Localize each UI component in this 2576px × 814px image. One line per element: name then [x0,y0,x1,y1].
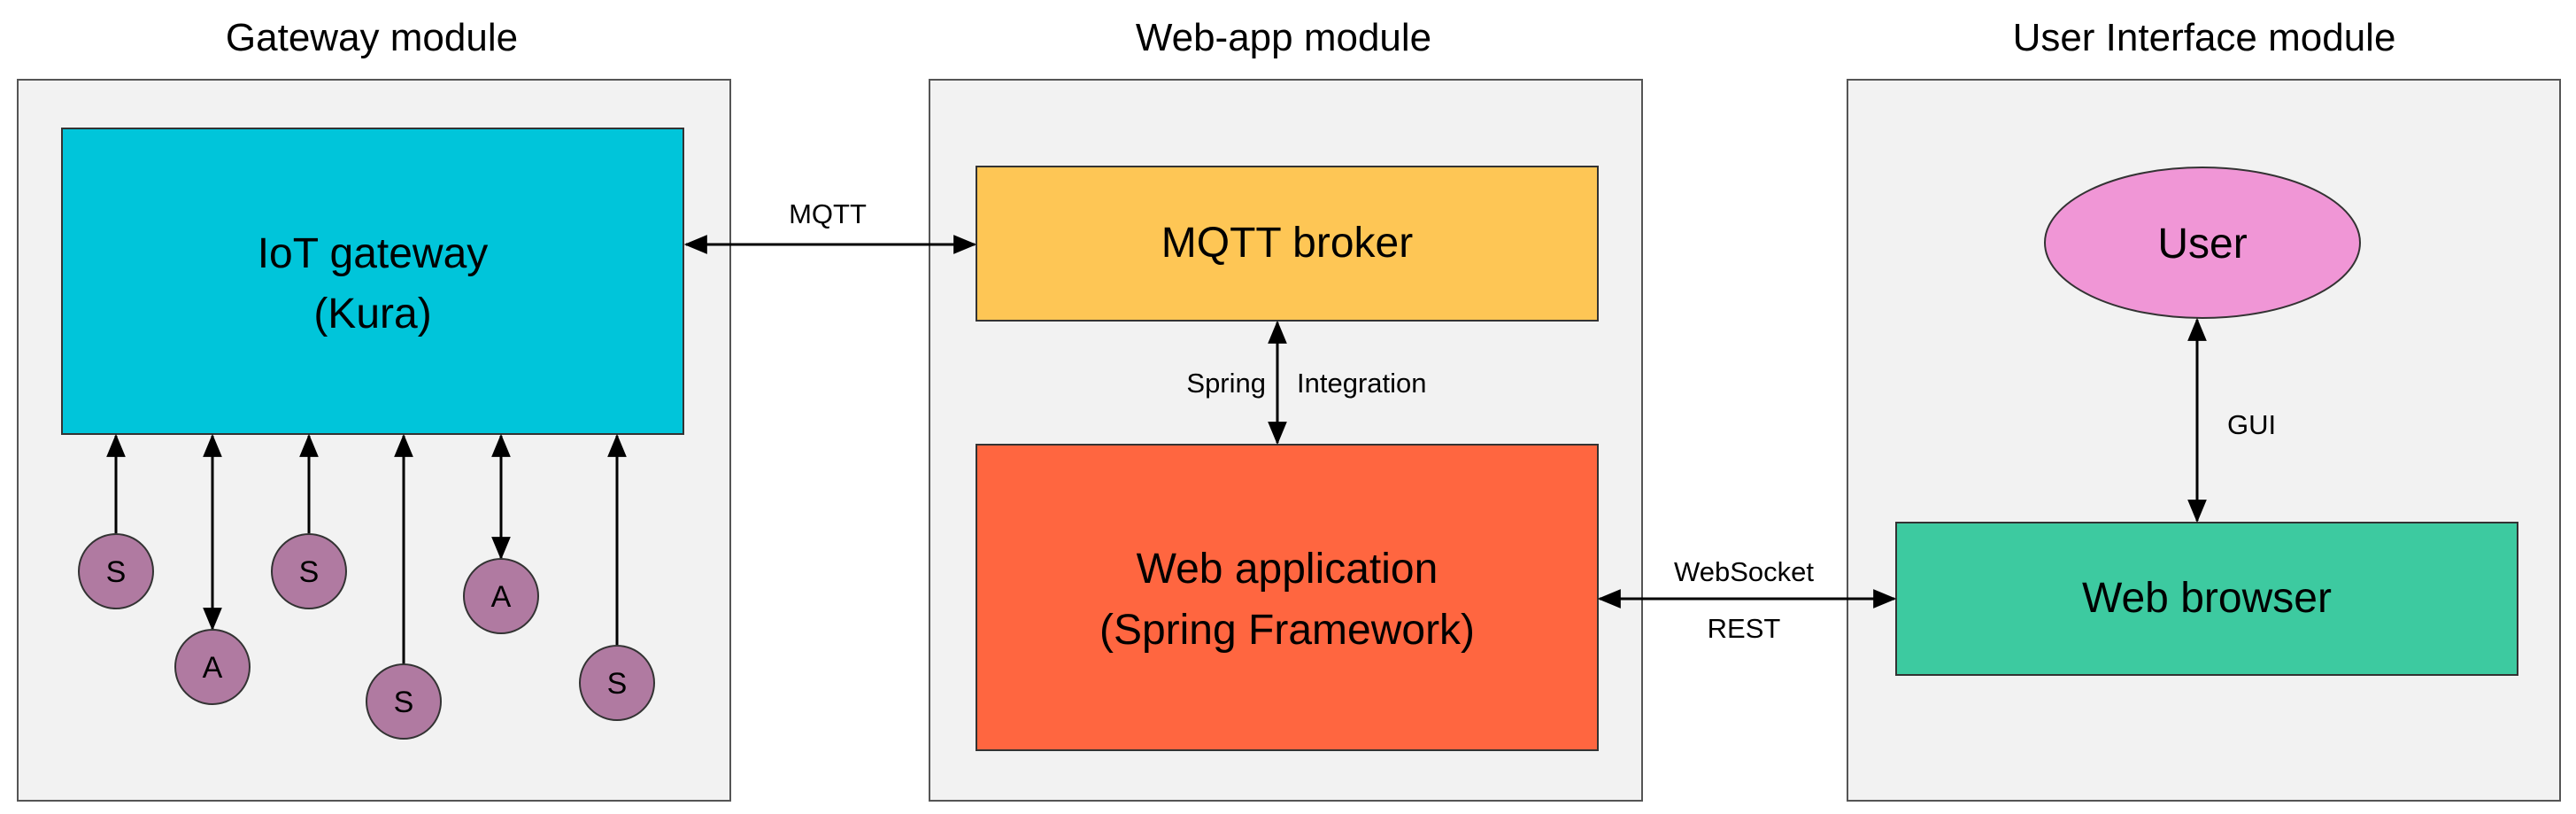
device-label-3: S [299,555,320,589]
web-application-sublabel: (Spring Framework) [1099,607,1475,654]
actuator-node-1 [174,629,251,705]
rest-label: REST [1708,613,1781,644]
web-application-label: Web application [1137,546,1438,593]
device-label-2: A [203,651,223,685]
device-label-1: S [106,555,127,589]
iot-gateway-box [61,128,684,435]
sensor-node-3 [366,663,442,740]
sensor-node-2 [271,533,347,609]
sensor-node-1 [78,533,154,609]
websocket-label: WebSocket [1674,556,1814,587]
gui-label: GUI [2227,409,2276,440]
device-label-5: A [491,580,512,614]
iot-gateway-sublabel: (Kura) [313,291,431,337]
device-label-4: S [394,686,414,719]
sensor-node-4 [579,645,655,721]
iot-gateway-label: IoT gateway [258,230,489,277]
mqtt-broker-label: MQTT broker [1161,220,1414,267]
webapp-module-title: Web-app module [1136,16,1431,59]
actuator-node-2 [463,558,539,634]
integration-label: Integration [1297,368,1427,399]
web-application-box [976,444,1599,751]
user-label: User [2157,221,2247,267]
ui-module-title: User Interface module [2013,16,2396,59]
mqtt-broker-box [976,166,1599,322]
gateway-module-title: Gateway module [226,16,518,59]
spring-label: Spring [1186,368,1266,399]
mqtt-connection-label: MQTT [789,198,867,229]
device-label-6: S [607,667,628,701]
web-browser-label: Web browser [2082,575,2332,622]
web-browser-box [1895,522,2518,676]
